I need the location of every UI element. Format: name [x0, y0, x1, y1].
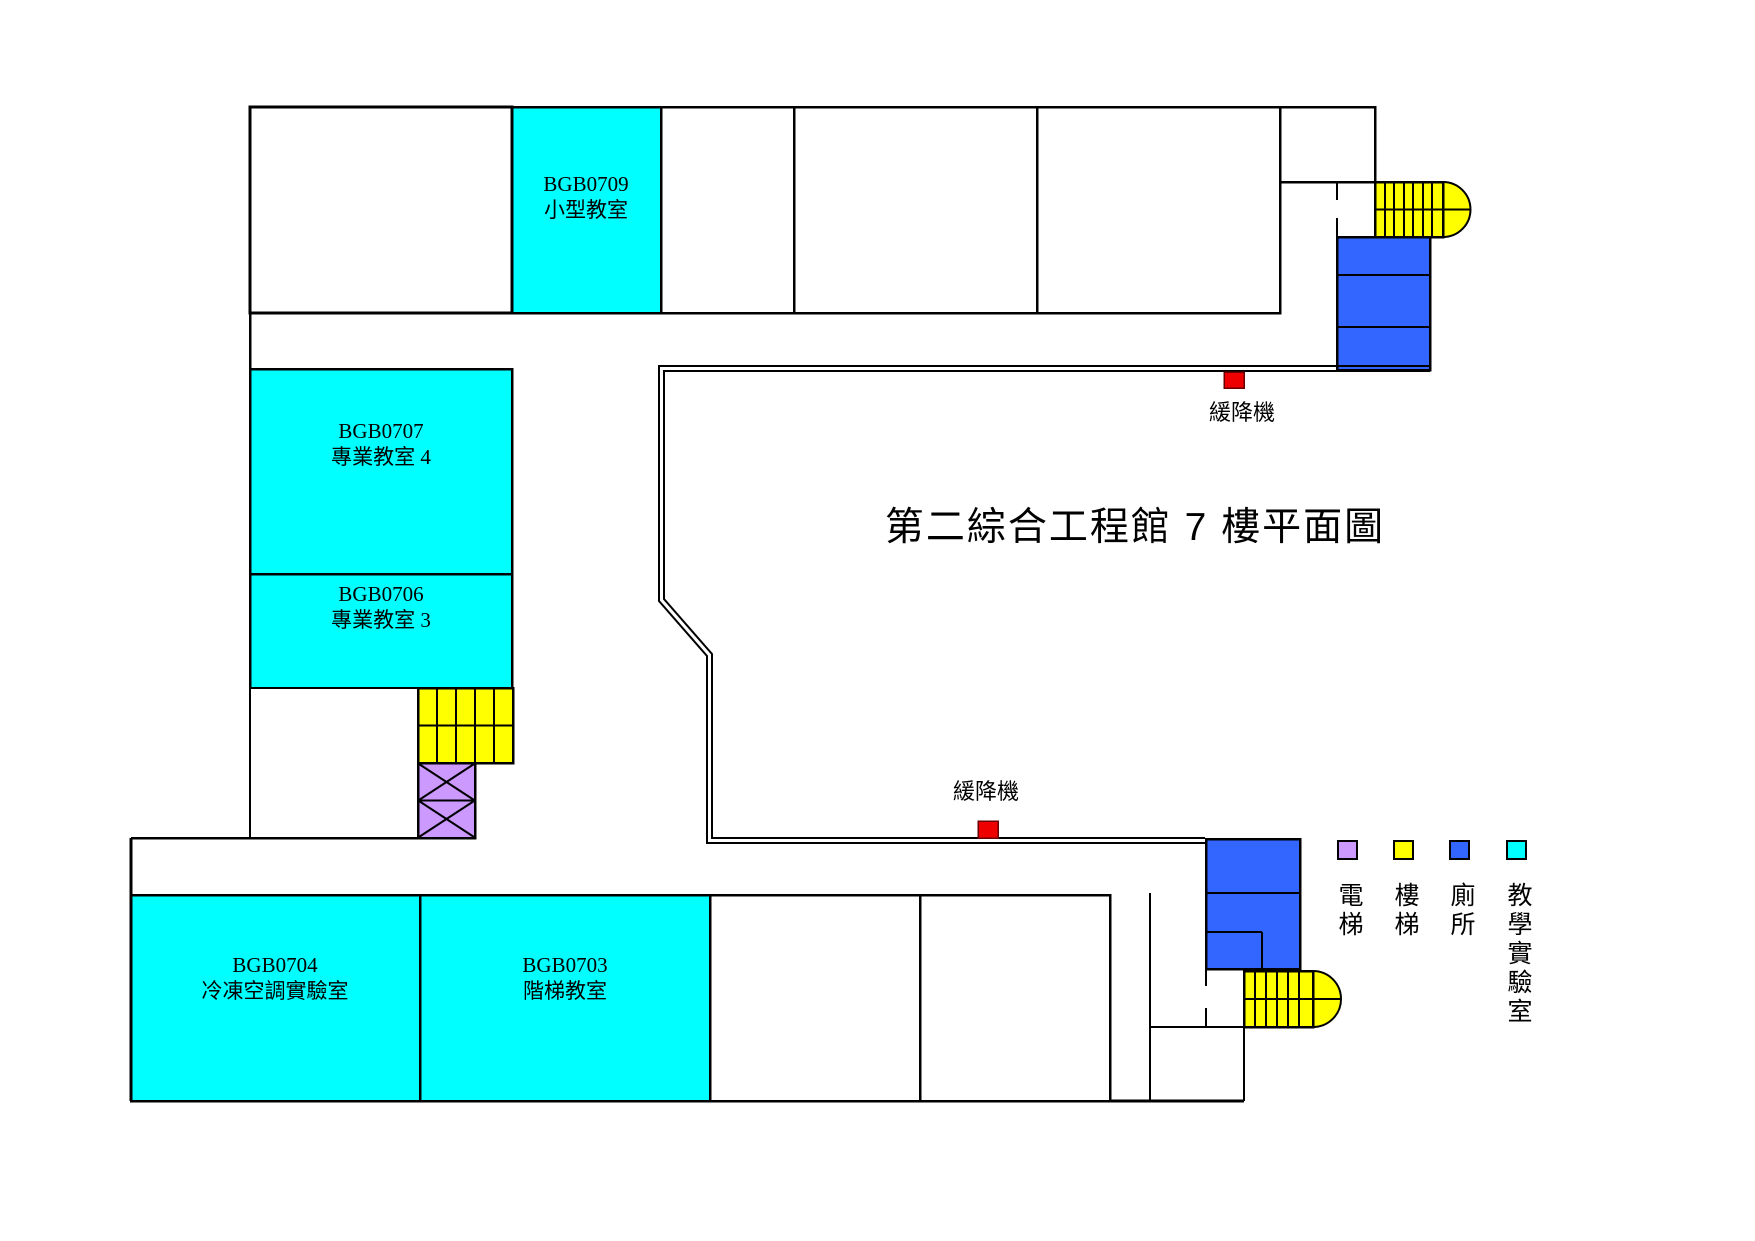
toilet-top-right — [1335, 235, 1432, 372]
room-bgb0707 — [248, 367, 514, 576]
room-top-left — [248, 105, 514, 315]
elevator — [416, 761, 477, 840]
legend-label-teaching-lab: 教學實驗室 — [1504, 882, 1531, 1027]
room-top-right — [1278, 105, 1377, 184]
room-name: 階梯教室 — [523, 979, 607, 1003]
legend-label-elevator: 電梯 — [1335, 882, 1362, 940]
room-label-bgb0704: BGB0704 冷凍空調實驗室 — [202, 952, 349, 1004]
corridor-line-outer — [658, 365, 1430, 844]
room-code: BGB0706 — [338, 582, 424, 606]
room-label-bgb0707: BGB0707 專業教室 4 — [331, 418, 431, 470]
room-name: 冷凍空調實驗室 — [201, 979, 349, 1003]
stairs-top-right — [1373, 180, 1472, 239]
room-top-5 — [1035, 105, 1282, 315]
room-code: BGB0704 — [232, 953, 318, 977]
room-code: BGB0709 — [543, 172, 629, 196]
escape-device-label-top: 緩降機 — [1208, 400, 1276, 425]
escape-device-marker-top — [1223, 371, 1245, 389]
toilet-bottom-right — [1204, 837, 1302, 971]
room-bgb0703 — [418, 893, 712, 1103]
room-code: BGB0707 — [338, 419, 424, 443]
room-name: 專業教室 3 — [331, 608, 431, 632]
legend-swatch-toilet — [1449, 840, 1470, 860]
legend-label-toilet: 廁所 — [1447, 882, 1474, 940]
room-code: BGB0703 — [522, 953, 608, 977]
room-bottom-3 — [708, 893, 922, 1103]
room-top-3 — [659, 105, 796, 315]
escape-device-label-bottom: 緩降機 — [952, 779, 1020, 804]
corridor-line-inner — [663, 370, 1430, 839]
room-label-bgb0703: BGB0703 階梯教室 — [522, 952, 607, 1004]
page-title: 第二綜合工程館 7 樓平面圖 — [884, 506, 1386, 549]
legend-swatch-stairs — [1393, 840, 1414, 860]
room-top-4 — [792, 105, 1039, 315]
room-bgb0704 — [129, 893, 422, 1103]
escape-device-marker-bottom — [977, 820, 999, 839]
stairs-left — [416, 686, 515, 765]
room-label-bgb0709: BGB0709 小型教室 — [543, 171, 628, 223]
stairs-bottom-right — [1242, 969, 1342, 1029]
room-bgb0709 — [510, 105, 663, 315]
legend-swatch-teaching-lab — [1506, 840, 1527, 860]
room-name: 專業教室 4 — [331, 445, 431, 469]
legend-swatch-elevator — [1337, 840, 1358, 860]
room-name: 小型教室 — [544, 198, 628, 222]
legend-label-stairs: 樓梯 — [1391, 882, 1418, 940]
room-bgb0706 — [248, 572, 514, 690]
room-mid-left-white — [249, 687, 419, 839]
room-bottom-4 — [918, 893, 1112, 1103]
room-label-bgb0706: BGB0706 專業教室 3 — [331, 581, 431, 633]
